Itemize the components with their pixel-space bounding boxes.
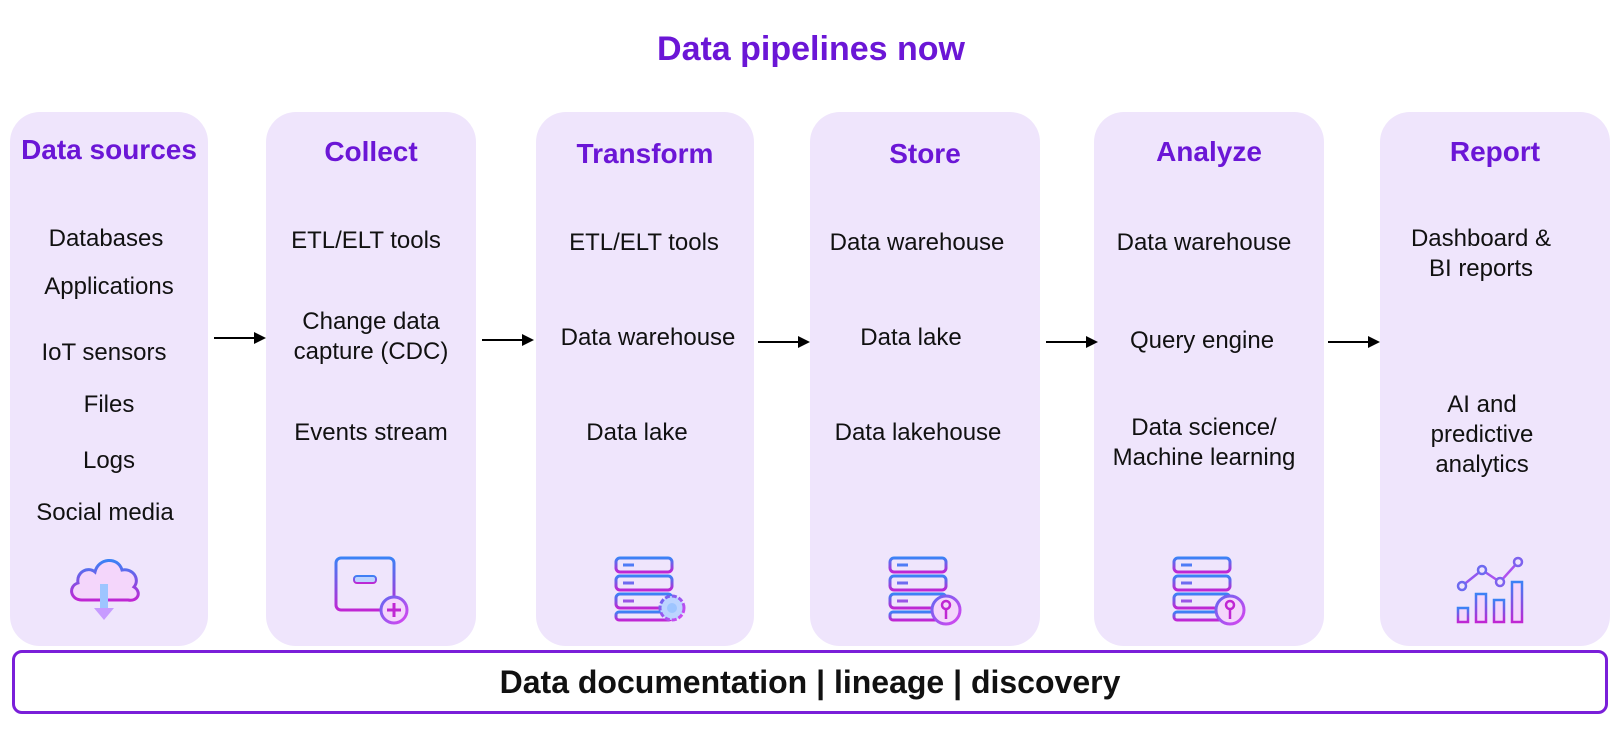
stage-item: Data science/ Machine learning bbox=[1112, 414, 1296, 471]
stage-item: Databases bbox=[48, 225, 164, 252]
stage-item: IoT sensors bbox=[41, 339, 167, 366]
footer-text: Data documentation | lineage | discovery bbox=[499, 663, 1121, 700]
server-key-icon bbox=[888, 556, 962, 626]
arrow-right-icon bbox=[1046, 336, 1098, 348]
arrow-right-icon bbox=[758, 336, 810, 348]
stage-item: Data warehouse bbox=[1116, 229, 1292, 256]
stage-title: Transform bbox=[576, 138, 714, 169]
arrow-right-icon bbox=[214, 332, 266, 344]
stage-title: Collect bbox=[324, 136, 418, 167]
stage-item: Data lake bbox=[586, 419, 688, 446]
stage-item: Query engine bbox=[1129, 327, 1275, 354]
footer-banner: Data documentation | lineage | discovery bbox=[12, 650, 1608, 714]
stage-item: Data warehouse bbox=[829, 229, 1005, 256]
stage-item: Files bbox=[83, 391, 135, 418]
analytics-chart-icon bbox=[1456, 556, 1524, 624]
stage-collect: Collect ETL/ELT tools Change data captur… bbox=[266, 112, 476, 646]
stage-item: Dashboard & BI reports bbox=[1410, 225, 1552, 282]
stage-title: Store bbox=[889, 138, 961, 169]
stage-report: Report Dashboard & BI reports AI and pre… bbox=[1380, 112, 1610, 646]
stage-item: Data warehouse bbox=[560, 324, 736, 351]
stage-title: Analyze bbox=[1156, 136, 1262, 167]
inbox-add-icon bbox=[334, 556, 409, 625]
stage-item: AI and predictive analytics bbox=[1430, 391, 1534, 478]
arrow-right-icon bbox=[482, 334, 534, 346]
stage-item: Applications bbox=[44, 273, 174, 300]
stage-item: ETL/ELT tools bbox=[291, 227, 441, 254]
diagram-title: Data pipelines now bbox=[657, 30, 965, 68]
stage-item: Change data capture (CDC) bbox=[293, 308, 449, 365]
stage-item: Data lakehouse bbox=[834, 419, 1002, 446]
cloud-download-icon bbox=[70, 559, 140, 620]
stage-title: Data sources bbox=[21, 134, 197, 165]
server-key-icon bbox=[1172, 556, 1246, 626]
stage-item: Social media bbox=[36, 499, 174, 526]
stage-item: Data lake bbox=[860, 324, 962, 351]
stage-transform: Transform ETL/ELT tools Data warehouse D… bbox=[536, 112, 754, 646]
stage-title: Report bbox=[1449, 136, 1541, 167]
arrow-right-icon bbox=[1328, 336, 1380, 348]
stage-analyze: Analyze Data warehouse Query engine Data… bbox=[1094, 112, 1324, 646]
stage-item: Logs bbox=[82, 447, 136, 474]
stage-data-sources: Data sources Databases Applications IoT … bbox=[10, 112, 208, 646]
stage-item: Events stream bbox=[294, 419, 448, 446]
server-gear-icon bbox=[614, 556, 686, 622]
stage-item: ETL/ELT tools bbox=[569, 229, 719, 256]
stage-store: Store Data warehouse Data lake Data lake… bbox=[810, 112, 1040, 646]
